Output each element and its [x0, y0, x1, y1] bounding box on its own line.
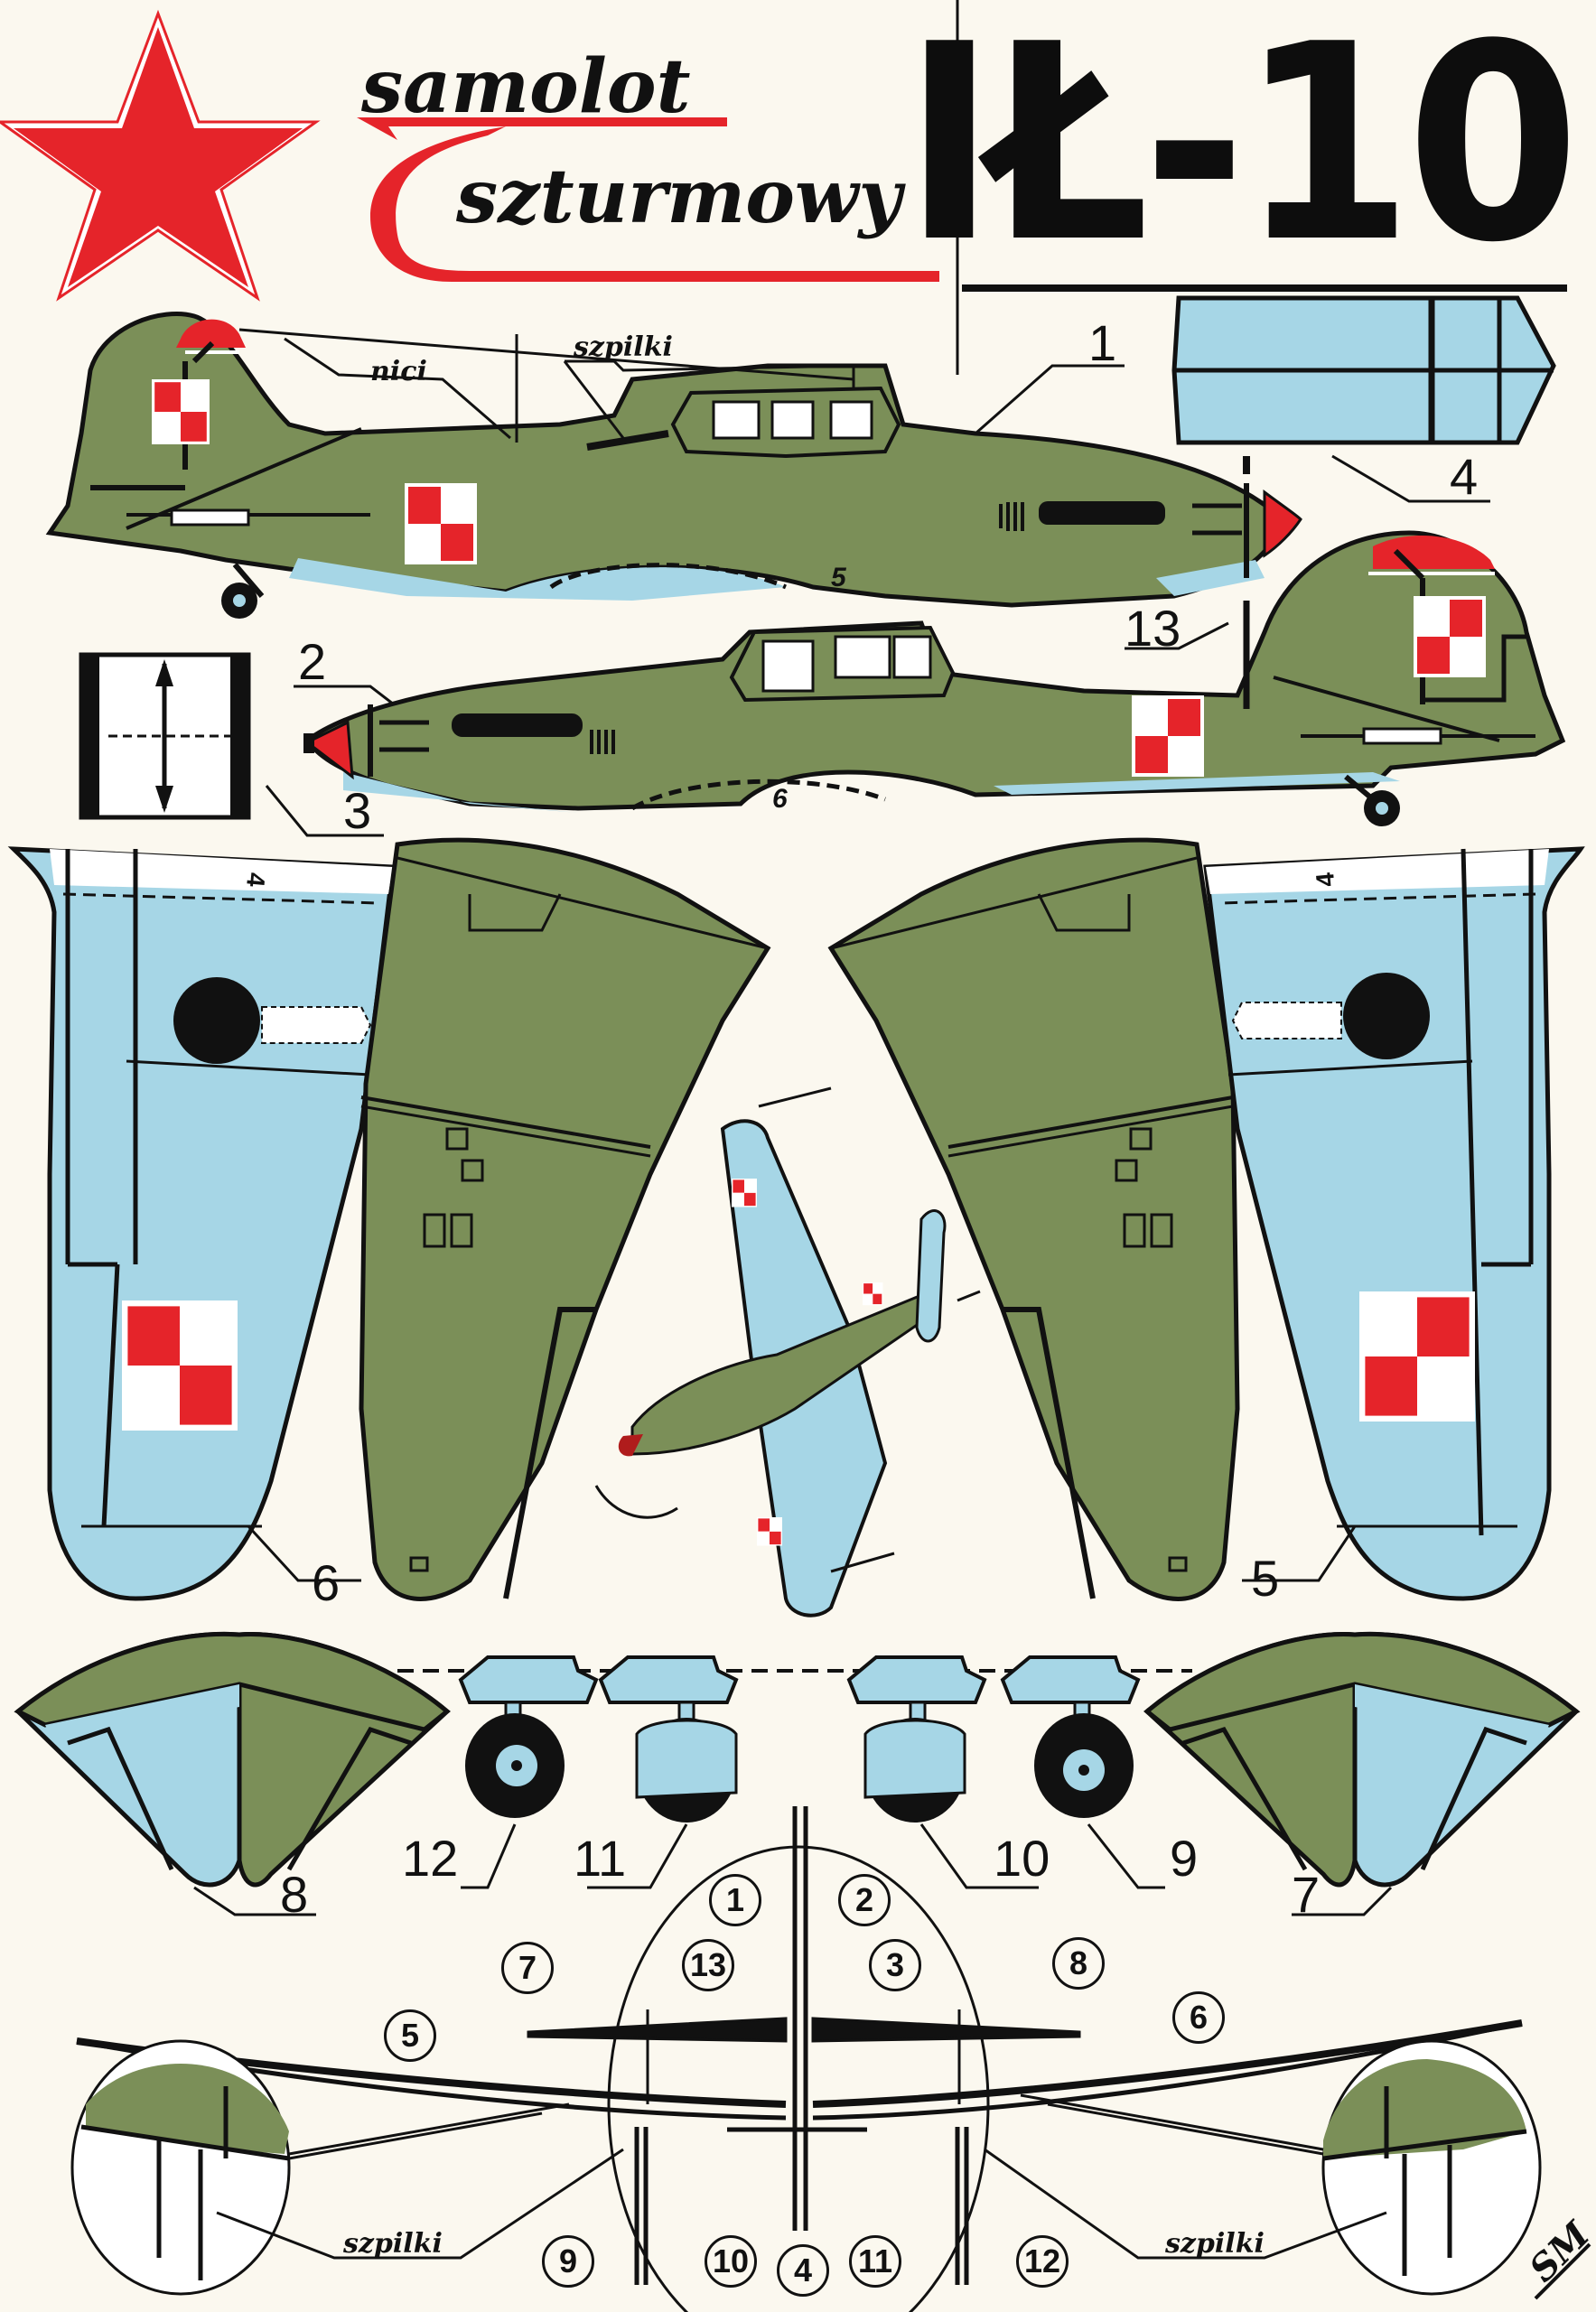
- subtitle-line-2: szturmowy: [456, 154, 902, 240]
- part-label-8: 8: [280, 1866, 309, 1923]
- part-label-5: 5: [1251, 1550, 1280, 1607]
- assembly-callout-1: 1: [709, 1874, 761, 1926]
- part-label-7: 7: [1292, 1866, 1321, 1923]
- gear-part-9: [1000, 1655, 1141, 1818]
- part-label-12: 12: [402, 1830, 459, 1887]
- red-star-icon: [0, 9, 321, 302]
- pins-label-bottom-right: szpilki: [1165, 2228, 1265, 2260]
- assembly-callout-13: 13: [682, 1939, 734, 1991]
- fold-label-5: 5: [831, 563, 846, 592]
- tailplane-part-8: [14, 1631, 451, 1888]
- fold-label-6: 6: [772, 784, 788, 814]
- assembly-callout-10: 10: [705, 2235, 757, 2288]
- assembly-callout-7: 7: [501, 1942, 554, 1994]
- fuselage-part-1: [45, 312, 1302, 619]
- tailplane-part-7: [1143, 1631, 1581, 1888]
- flying-plane-illustration: [594, 1086, 981, 1617]
- assembly-callout-5: 5: [384, 2009, 436, 2062]
- wing-part-5-top: [827, 837, 1240, 1601]
- assembly-callout-3: 3: [869, 1939, 921, 1991]
- subtitle-line-1: samolot: [361, 43, 691, 130]
- gear-part-12: [458, 1655, 599, 1818]
- part-3-strip: [79, 652, 251, 820]
- gear-part-10: [846, 1655, 987, 1823]
- pins-label-top: szpilki: [574, 331, 673, 363]
- part-label-3: 3: [343, 782, 372, 839]
- detail-circle-right: [1020, 2039, 1542, 2296]
- wing-part-6-top: [359, 837, 771, 1601]
- part-label-2: 2: [298, 633, 327, 690]
- assembly-callout-4: 4: [777, 2244, 829, 2297]
- assembly-callout-8: 8: [1052, 1937, 1105, 1990]
- detail-circle-left: [70, 2039, 570, 2296]
- assembly-callout-2: 2: [838, 1874, 891, 1926]
- part-label-1: 1: [1088, 314, 1117, 371]
- wing-mark-4-right: 4: [1311, 871, 1340, 889]
- wing-part-6-underside: [7, 846, 396, 1601]
- part-label-10: 10: [994, 1830, 1050, 1887]
- part-label-13: 13: [1125, 600, 1181, 657]
- assembly-callout-6: 6: [1172, 1991, 1225, 2044]
- wing-mark-4-left: 4: [241, 871, 271, 889]
- part-4-blue-strip: [1171, 295, 1556, 445]
- model-title: IŁ-10: [903, 0, 1580, 302]
- part-label-9: 9: [1170, 1830, 1199, 1887]
- rigging-lines: [238, 0, 959, 443]
- gear-part-11: [598, 1655, 739, 1823]
- assembly-callout-9: 9: [542, 2235, 594, 2288]
- assembly-callout-11: 11: [849, 2235, 901, 2288]
- part-label-4: 4: [1450, 448, 1479, 505]
- threads-label: nici: [370, 356, 427, 387]
- part-label-6: 6: [312, 1554, 341, 1611]
- wing-part-5-underside: [1203, 846, 1585, 1601]
- pins-label-bottom-left: szpilki: [343, 2228, 443, 2260]
- fuselage-part-2: [303, 530, 1566, 826]
- part-label-11: 11: [574, 1830, 627, 1887]
- assembly-callout-12: 12: [1016, 2235, 1069, 2288]
